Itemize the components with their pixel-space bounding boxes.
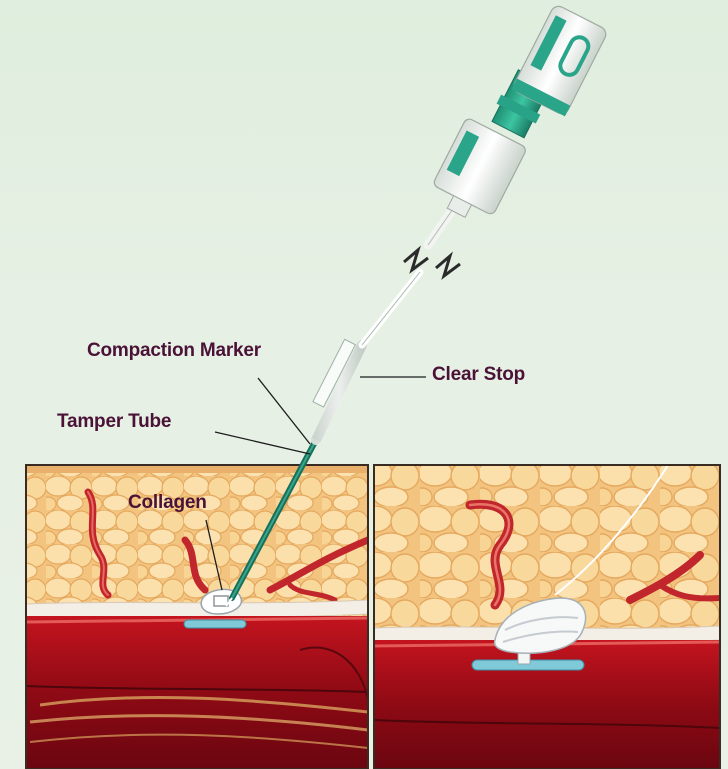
collagen-label: Collagen [128, 492, 207, 514]
compaction-marker-leader [258, 378, 310, 444]
compaction-marker-label: Compaction Marker [87, 340, 261, 362]
right-tissue-panel [374, 465, 720, 769]
tamper-tube-leader [215, 432, 310, 454]
clear-stop-label: Clear Stop [432, 364, 525, 386]
tamper-tube-label: Tamper Tube [57, 411, 171, 433]
